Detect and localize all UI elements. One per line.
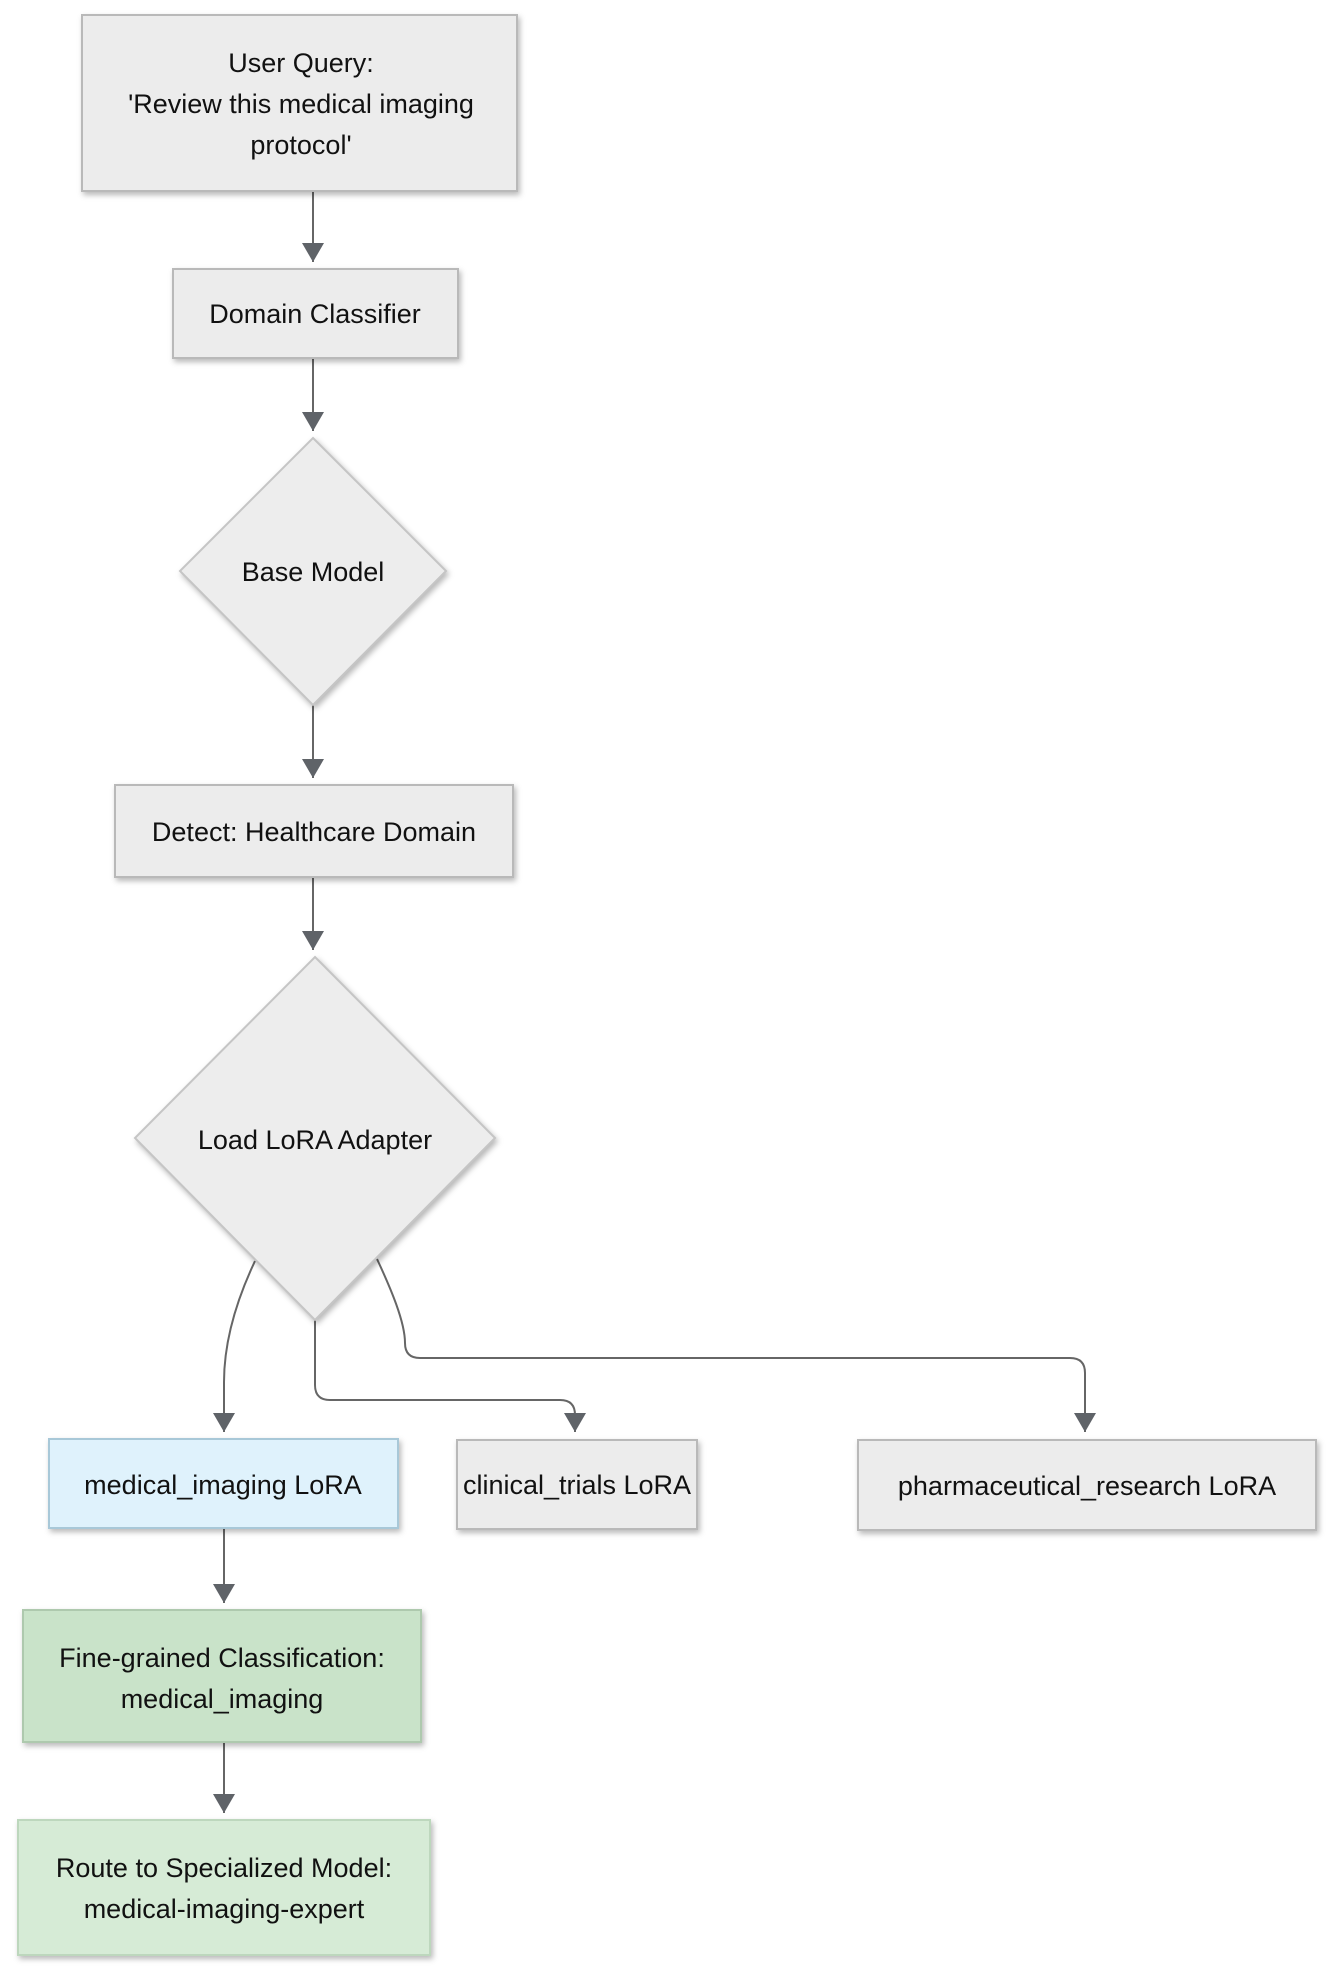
node-route-specialized-model-label: medical-imaging-expert bbox=[84, 1894, 365, 1924]
node-domain-classifier-label: Domain Classifier bbox=[209, 299, 421, 329]
node-clinical-trials-lora-label: clinical_trials LoRA bbox=[463, 1470, 691, 1500]
node-detect-healthcare: Detect: Healthcare Domain bbox=[114, 784, 514, 878]
edge-load-lora-to-clinical-trials bbox=[314, 1320, 586, 1432]
node-fine-grained-classification-label: Fine-grained Classification: bbox=[59, 1643, 385, 1673]
node-user-query-label: protocol' bbox=[250, 130, 351, 160]
node-domain-classifier-box bbox=[172, 268, 459, 359]
node-medical-imaging-lora: medical_imaging LoRA bbox=[48, 1438, 399, 1529]
node-user-query-label: User Query: bbox=[228, 48, 374, 78]
node-pharmaceutical-research-lora-box bbox=[857, 1439, 1317, 1531]
node-base-model-label: Base Model bbox=[242, 557, 385, 587]
node-load-lora-adapter: Load LoRA Adapter bbox=[133, 955, 497, 1322]
node-base-model-diamond bbox=[178, 436, 448, 707]
edge-load-lora-to-pharmaceutical-research bbox=[376, 1258, 1096, 1432]
node-route-specialized-model: Route to Specialized Model: medical-imag… bbox=[17, 1819, 431, 1956]
node-load-lora-adapter-diamond bbox=[133, 955, 497, 1322]
node-pharmaceutical-research-lora: pharmaceutical_research LoRA bbox=[857, 1439, 1317, 1531]
node-base-model: Base Model bbox=[178, 436, 448, 707]
node-load-lora-adapter-label: Load LoRA Adapter bbox=[198, 1125, 432, 1155]
node-detect-healthcare-label: Detect: Healthcare Domain bbox=[152, 817, 476, 847]
edge-load-lora-to-medical-imaging bbox=[213, 1260, 256, 1432]
node-medical-imaging-lora-label: medical_imaging LoRA bbox=[84, 1470, 362, 1500]
node-user-query: User Query: 'Review this medical imaging… bbox=[81, 14, 518, 192]
node-route-specialized-model-box bbox=[17, 1819, 431, 1956]
node-fine-grained-classification: Fine-grained Classification: medical_ima… bbox=[22, 1609, 422, 1743]
node-domain-classifier: Domain Classifier bbox=[172, 268, 459, 359]
node-medical-imaging-lora-box bbox=[48, 1438, 399, 1529]
node-route-specialized-model-label: Route to Specialized Model: bbox=[56, 1853, 392, 1883]
node-user-query-box bbox=[81, 14, 518, 192]
node-detect-healthcare-box bbox=[114, 784, 514, 878]
node-clinical-trials-lora-box bbox=[456, 1439, 698, 1530]
node-fine-grained-classification-label: medical_imaging bbox=[121, 1684, 324, 1714]
node-clinical-trials-lora: clinical_trials LoRA bbox=[456, 1439, 698, 1530]
node-fine-grained-classification-box bbox=[22, 1609, 422, 1743]
node-user-query-label: 'Review this medical imaging bbox=[128, 89, 474, 119]
node-pharmaceutical-research-lora-label: pharmaceutical_research LoRA bbox=[898, 1471, 1276, 1501]
